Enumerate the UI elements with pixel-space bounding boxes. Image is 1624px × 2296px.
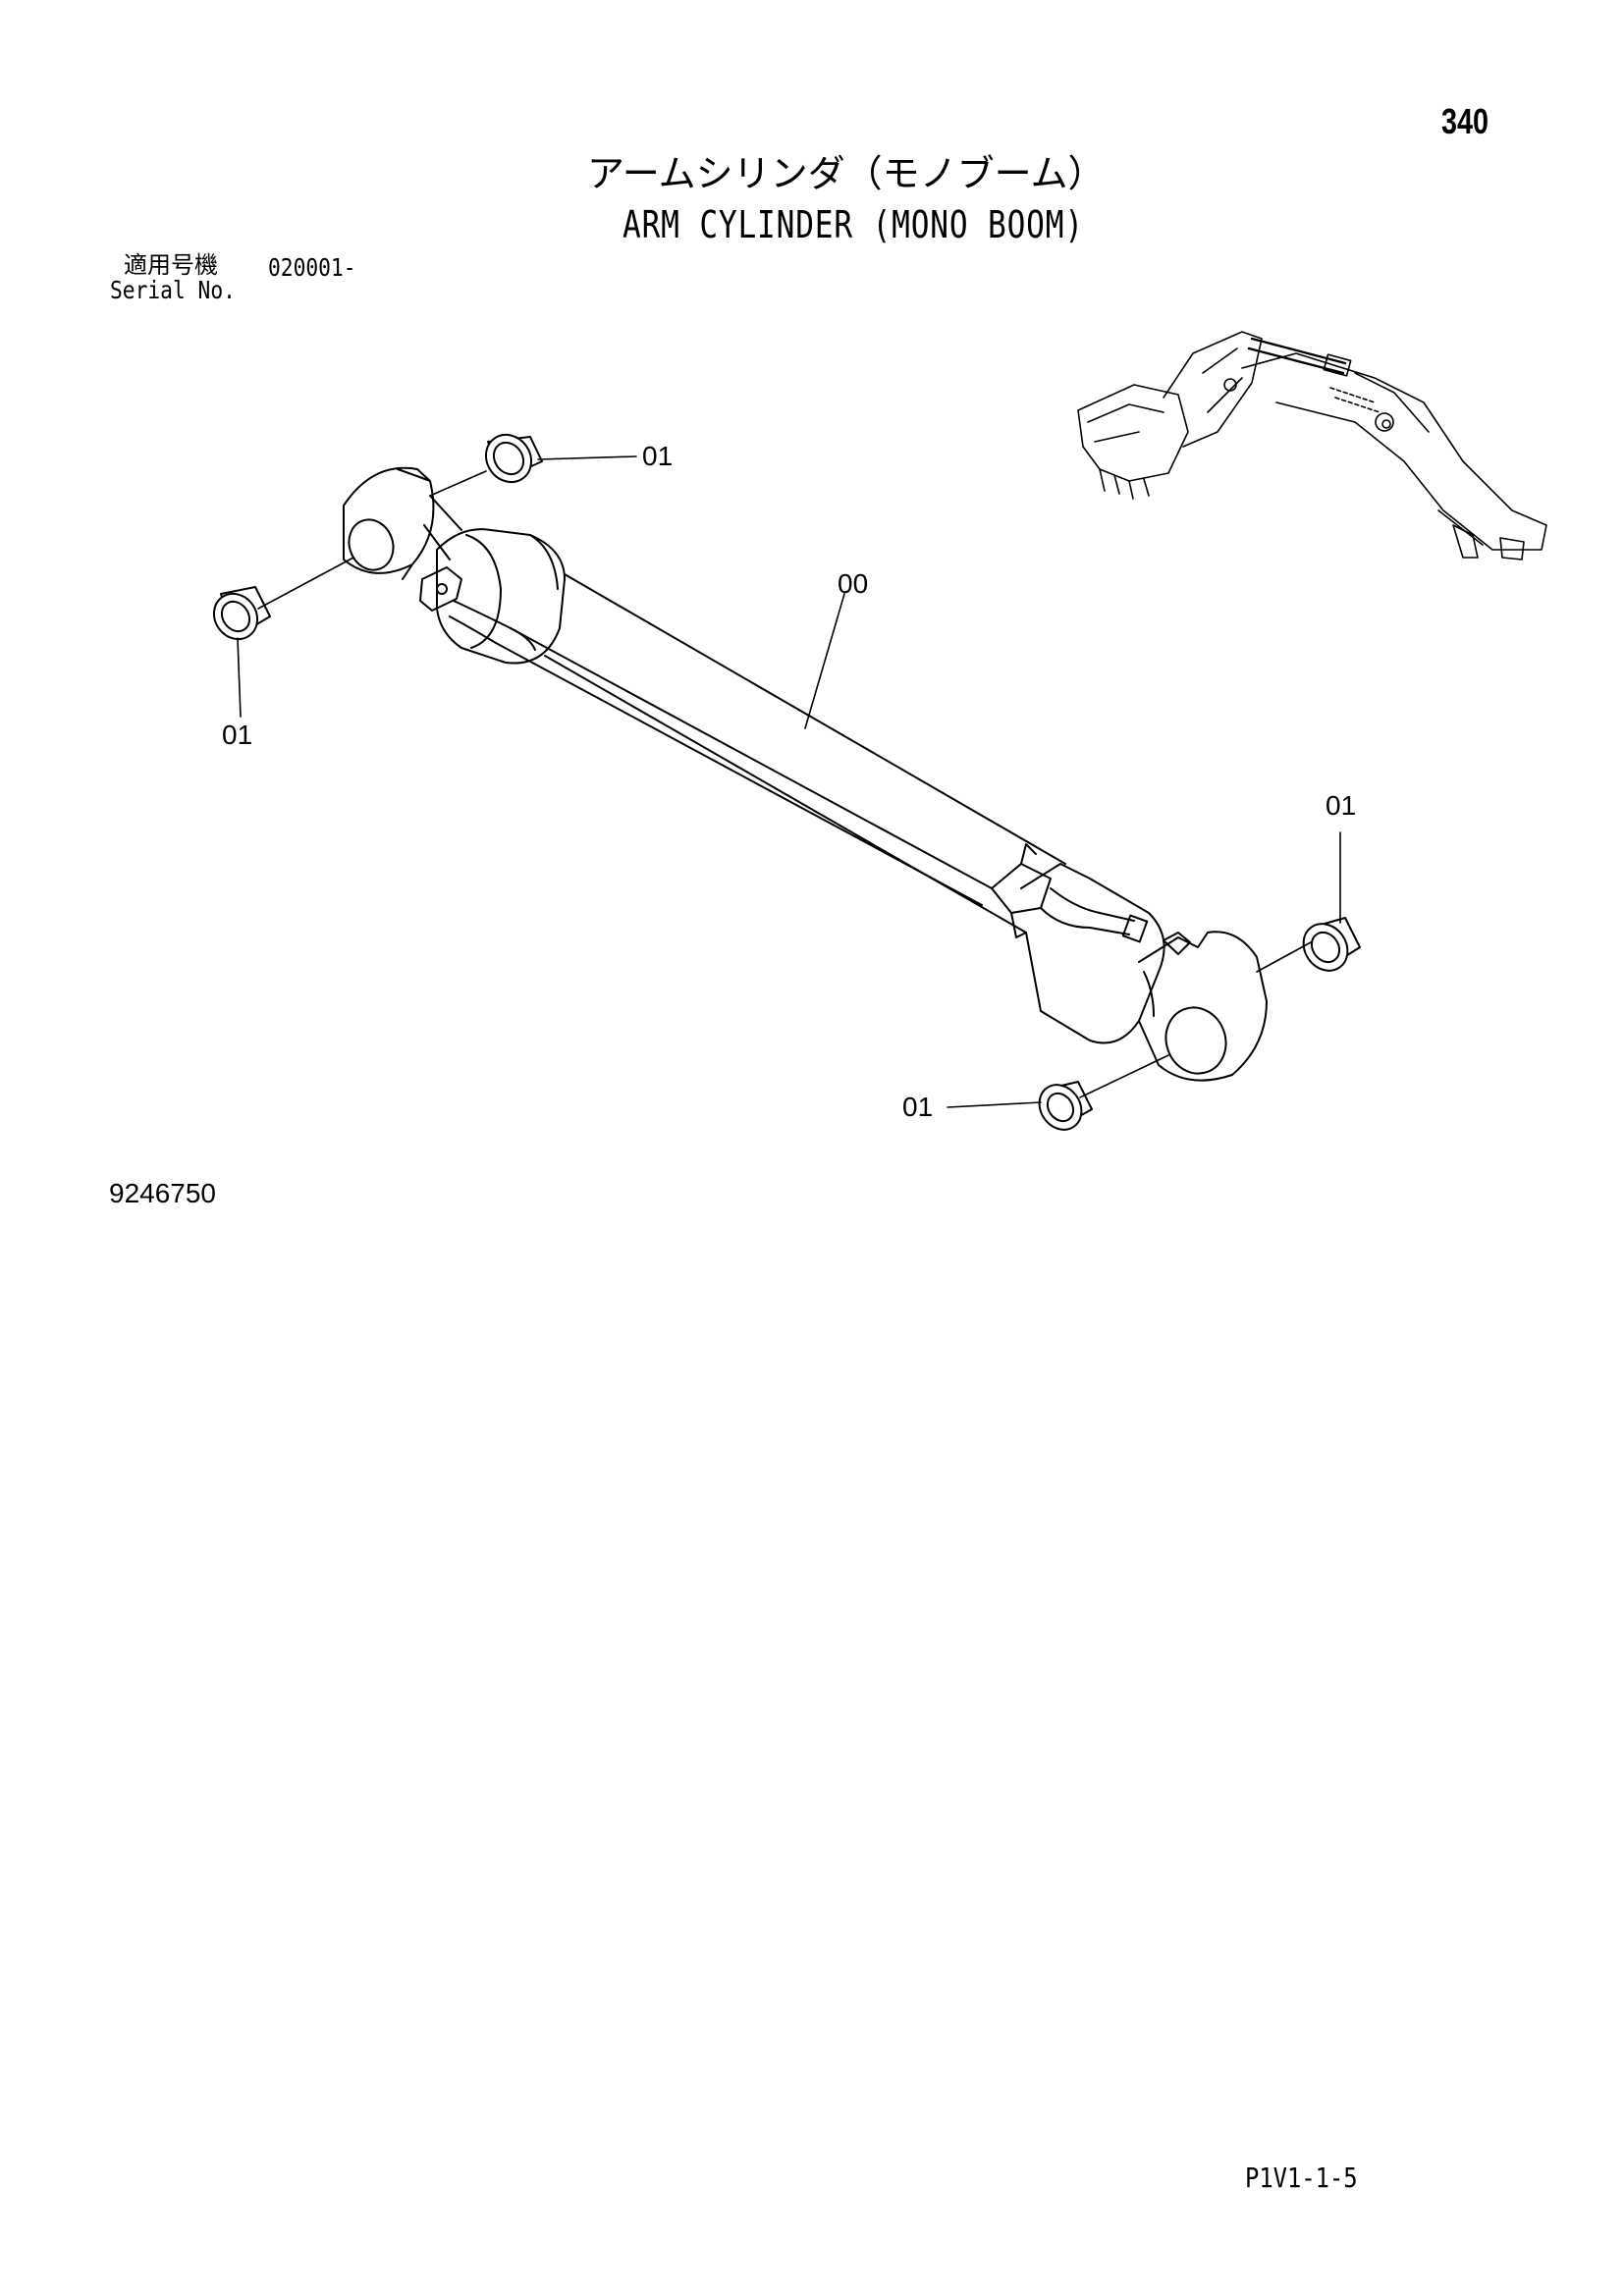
serial-label-japanese: 適用号機 <box>124 251 218 279</box>
bushing-bottom <box>1038 1081 1093 1131</box>
bushing-left <box>212 586 271 641</box>
arm-cylinder-assembly <box>343 466 1268 1082</box>
page-number: 340 <box>1441 101 1489 141</box>
page-title-english: ARM CYLINDER (MONO BOOM) <box>623 203 1084 246</box>
callout-label: 01 <box>902 1092 933 1122</box>
excavator-location-thumbnail <box>1077 331 1547 561</box>
footer-code: P1V1-1-5 <box>1245 2162 1358 2194</box>
page-title-japanese: アームシリンダ（モノブーム） <box>587 152 1106 195</box>
callout-label: 01 <box>1326 790 1356 821</box>
callout-label: 01 <box>222 720 252 750</box>
serial-label-english: Serial No. <box>110 276 236 304</box>
drawing-number: 9246750 <box>109 1178 217 1208</box>
bushing-right <box>1302 917 1361 972</box>
callout-label: 00 <box>838 568 868 599</box>
bushing-top <box>484 433 543 484</box>
leader-lines <box>237 455 1341 1108</box>
callout-label: 01 <box>642 441 673 471</box>
serial-range: 020001- <box>268 253 356 282</box>
